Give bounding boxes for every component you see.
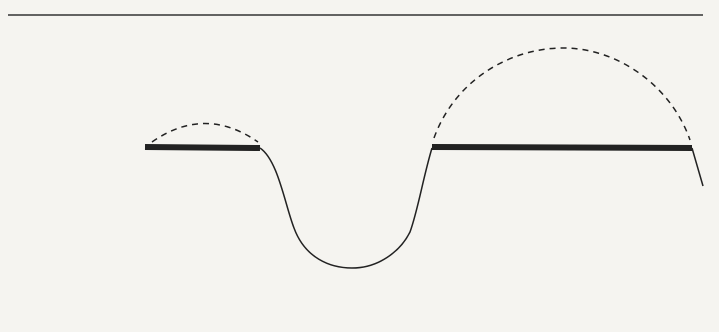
right-dashed-arc — [433, 47, 691, 141]
right-flat-segment — [431, 144, 693, 151]
left-flat-segment — [144, 144, 261, 151]
valley-curve — [259, 147, 433, 269]
left-dashed-arc — [151, 122, 259, 143]
end-tail-line — [691, 147, 704, 187]
